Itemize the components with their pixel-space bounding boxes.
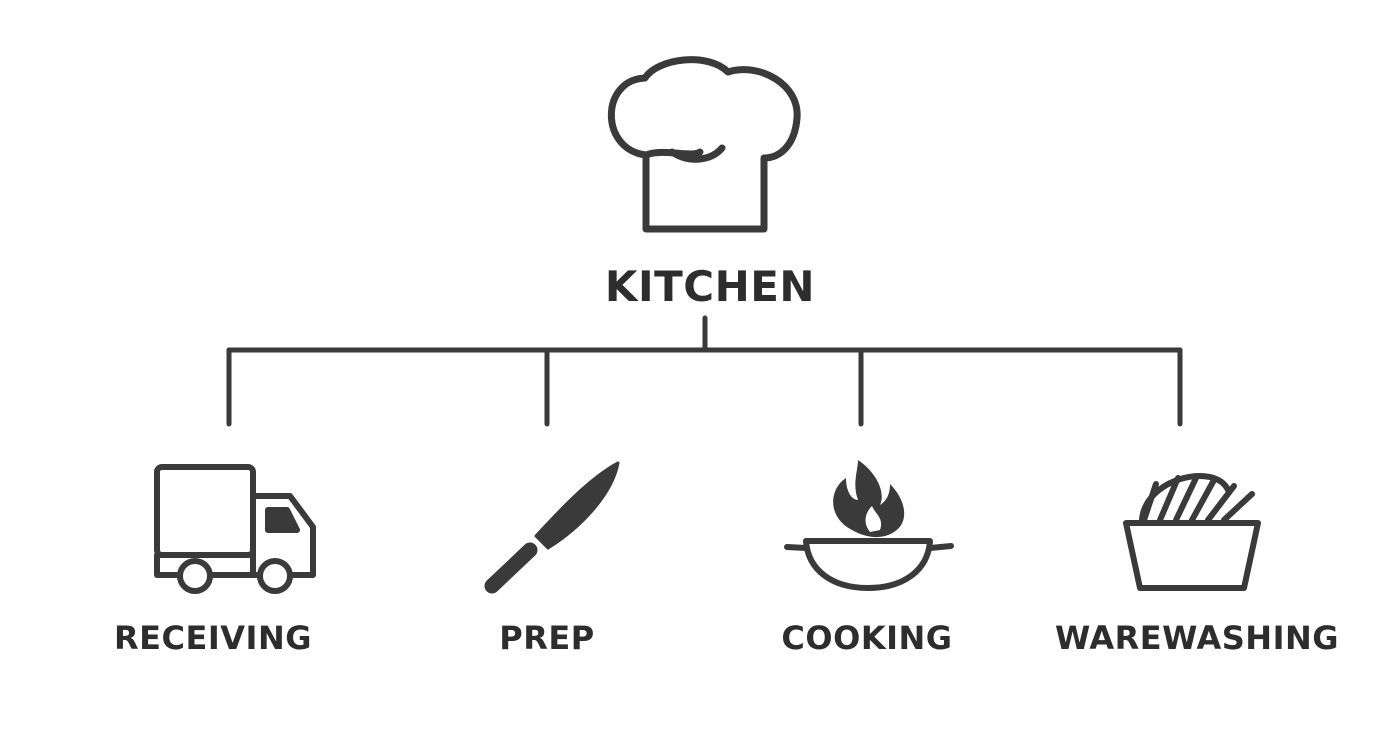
child-label-warewashing: WAREWASHING: [1054, 619, 1340, 657]
child-label-cooking: COOKING: [781, 619, 953, 657]
chef-knife-icon: [484, 461, 620, 594]
tree-connectors: [226, 315, 1183, 427]
wok-flame-icon: [784, 460, 954, 591]
child-label-prep: PREP: [499, 619, 595, 657]
delivery-truck-icon: [154, 464, 316, 594]
chef-hat-icon: [608, 56, 801, 233]
child-label-receiving: RECEIVING: [114, 619, 312, 657]
dish-basket-icon: [1123, 473, 1261, 591]
root-label-kitchen: KITCHEN: [604, 262, 816, 311]
